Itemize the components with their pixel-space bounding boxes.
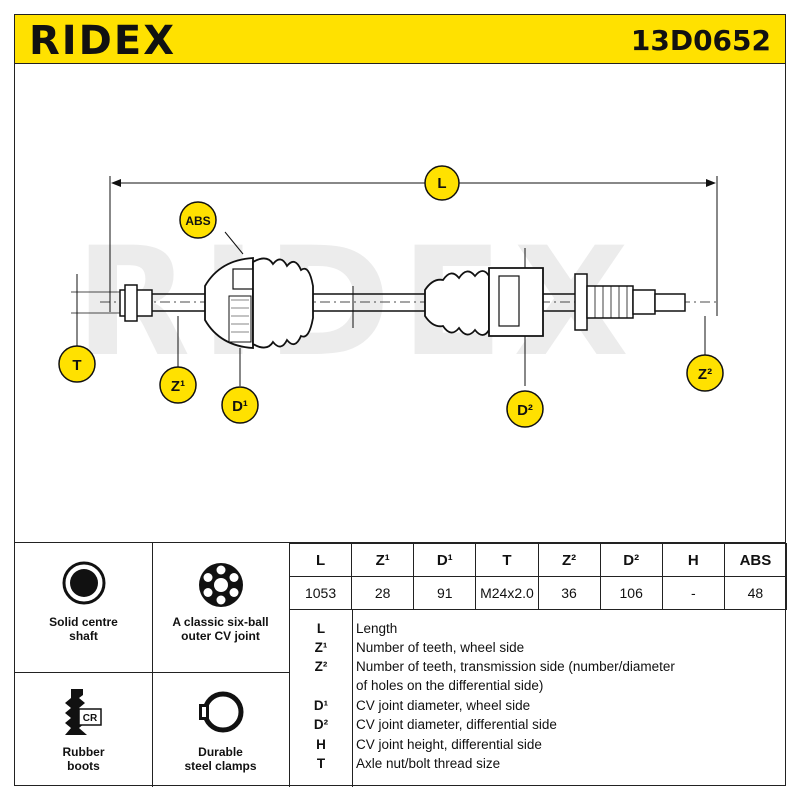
legend-key: L xyxy=(316,621,326,636)
spec-header-cell: D² xyxy=(599,543,663,577)
seal-collar xyxy=(574,273,588,331)
legend-row: of holes on the differential side) xyxy=(290,676,788,695)
spec-header-cell: ABS xyxy=(723,543,788,577)
svg-text:Z²: Z² xyxy=(698,366,712,383)
callout-z2: Z² xyxy=(686,354,724,392)
feature-label-line1: Solid centre xyxy=(49,615,118,629)
inner-boot xyxy=(424,270,490,336)
six-ball-joint-icon xyxy=(198,563,243,607)
legend-text: CV joint height, differential side xyxy=(356,737,542,752)
spec-header-cell: H xyxy=(661,543,725,577)
spec-value-cell: 106 xyxy=(599,576,663,610)
drive-shaft-drawing: RIDEX L xyxy=(58,165,724,428)
feature-label-line2: boots xyxy=(67,759,100,773)
callout-l: L xyxy=(424,165,460,201)
svg-text:L: L xyxy=(437,175,446,192)
spec-value-cell: - xyxy=(661,576,725,610)
spec-value-cell: 36 xyxy=(537,576,601,610)
brand-logo: RIDEX xyxy=(29,18,177,64)
technical-drawing-area: RIDEX L xyxy=(14,64,786,542)
watermark-text: RIDEX xyxy=(75,216,639,390)
feature-steel-clamps: Durable steel clamps xyxy=(152,673,290,787)
spline-section xyxy=(586,285,634,319)
feature-label-line2: shaft xyxy=(69,629,98,643)
spec-header-row: L Z¹ D¹ T Z² D² H ABS xyxy=(288,543,788,577)
legend-divider xyxy=(352,609,353,787)
shaft-end xyxy=(654,293,686,312)
feature-label-line1: A classic six-ball xyxy=(172,615,269,629)
solid-shaft-icon xyxy=(62,561,105,605)
feature-label-line1: Durable xyxy=(198,745,243,759)
feature-rubber-boots: CR Rubber boots xyxy=(15,673,153,787)
callout-t: T xyxy=(58,345,96,383)
inner-cv-detail xyxy=(498,275,520,327)
l-arrow-left xyxy=(111,179,121,187)
svg-text:D¹: D¹ xyxy=(232,398,248,415)
info-panel: Solid centre shaft A classic six-ball ou… xyxy=(14,542,788,787)
legend-row: Z¹ Number of teeth, wheel side xyxy=(290,638,788,657)
spec-value-cell: 28 xyxy=(351,576,415,610)
svg-text:D²: D² xyxy=(517,402,533,419)
spec-header-cell: L xyxy=(288,543,353,577)
svg-text:ABS: ABS xyxy=(185,214,210,228)
legend-text: Axle nut/bolt thread size xyxy=(356,756,501,771)
callout-z1: Z¹ xyxy=(159,366,197,404)
cv-cage-detail xyxy=(232,268,254,290)
spec-value-cell: M24x2.0 xyxy=(475,576,539,610)
shaft-step xyxy=(632,289,656,315)
legend-key: D¹ xyxy=(313,698,329,713)
feature-label-line2: outer CV joint xyxy=(181,629,260,643)
legend-row: T Axle nut/bolt thread size xyxy=(290,754,788,773)
abs-ring xyxy=(228,295,252,343)
axle-nut xyxy=(124,284,138,322)
spec-value-cell: 48 xyxy=(723,576,788,610)
callout-d2: D² xyxy=(506,390,544,428)
svg-text:CR: CR xyxy=(82,713,97,724)
legend-key: Z¹ xyxy=(314,640,328,655)
feature-solid-shaft: Solid centre shaft xyxy=(15,543,153,673)
svg-text:T: T xyxy=(72,357,81,374)
legend-row: H CV joint height, differential side xyxy=(290,735,788,754)
rubber-boot-icon: CR xyxy=(64,689,102,735)
legend-key: H xyxy=(316,737,326,752)
legend-text: Number of teeth, transmission side (numb… xyxy=(356,659,675,674)
legend: L Length Z¹ Number of teeth, wheel side … xyxy=(289,609,787,787)
legend-text: Number of teeth, wheel side xyxy=(356,640,525,655)
legend-row: L Length xyxy=(290,619,788,638)
part-number: 13D0652 xyxy=(630,24,771,57)
spec-value-row: 1053 28 91 M24x2.0 36 106 - 48 xyxy=(288,576,788,610)
spec-value-cell: 1053 xyxy=(288,576,353,610)
spline-teeth xyxy=(594,286,628,318)
legend-key: T xyxy=(316,756,326,771)
legend-text: Length xyxy=(356,621,398,636)
spec-table: L Z¹ D¹ T Z² D² H ABS 1053 28 91 M24x2.0… xyxy=(288,543,788,610)
callout-abs: ABS xyxy=(179,201,217,239)
legend-row: D² CV joint diameter, differential side xyxy=(290,715,788,734)
legend-text: CV joint diameter, wheel side xyxy=(356,698,531,713)
steel-clamp-icon xyxy=(198,691,243,733)
legend-key: D² xyxy=(313,717,329,732)
svg-text:Z¹: Z¹ xyxy=(171,378,185,395)
feature-six-ball-joint: A classic six-ball outer CV joint xyxy=(152,543,290,673)
spec-header-cell: Z¹ xyxy=(351,543,415,577)
spec-header-cell: D¹ xyxy=(413,543,477,577)
header-bar: RIDEX 13D0652 xyxy=(14,14,786,64)
feature-label-line1: Rubber xyxy=(62,745,105,759)
abs-leader xyxy=(224,231,244,255)
outer-boot xyxy=(252,257,314,349)
legend-row: D¹ CV joint diameter, wheel side xyxy=(290,696,788,715)
feature-label-line2: steel clamps xyxy=(184,759,257,773)
spec-header-cell: Z² xyxy=(537,543,601,577)
spec-header-cell: T xyxy=(475,543,539,577)
legend-text: of holes on the differential side) xyxy=(356,678,544,693)
legend-row: Z² Number of teeth, transmission side (n… xyxy=(290,657,788,676)
legend-text: CV joint diameter, differential side xyxy=(356,717,557,732)
legend-key: Z² xyxy=(314,659,328,674)
spec-value-cell: 91 xyxy=(413,576,477,610)
callout-d1: D¹ xyxy=(221,386,259,424)
l-arrow-right xyxy=(706,179,716,187)
